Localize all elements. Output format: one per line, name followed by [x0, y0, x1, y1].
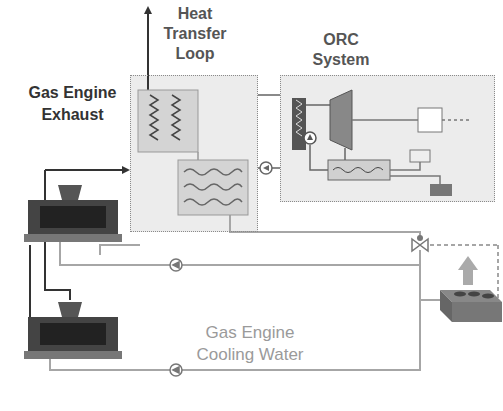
- cooling-water-label: Gas Engine Cooling Water: [180, 322, 320, 366]
- region-box: Heat Transfer Loop: [130, 75, 258, 232]
- loop-pump: [260, 162, 272, 174]
- water-pump: [170, 259, 182, 376]
- cooling-tower: [440, 256, 502, 322]
- loop-pump-arrow: [263, 165, 269, 171]
- gas-engine: [24, 185, 122, 359]
- water-heat-exchanger: [178, 152, 248, 215]
- orc-cycle: [292, 90, 470, 196]
- loop-pipe: [258, 94, 280, 96]
- loop-fill: [130, 75, 258, 232]
- exhaust-heat-exchanger: [138, 90, 198, 152]
- exhaust-label: Gas Engine Exhaust: [15, 82, 130, 126]
- three-way-valve: [412, 235, 428, 251]
- region-heading: Heat Transfer Loop: [150, 4, 240, 64]
- region-heading: ORC System: [301, 30, 381, 70]
- orc-fill: [280, 75, 495, 202]
- region-box: ORC System: [280, 75, 495, 202]
